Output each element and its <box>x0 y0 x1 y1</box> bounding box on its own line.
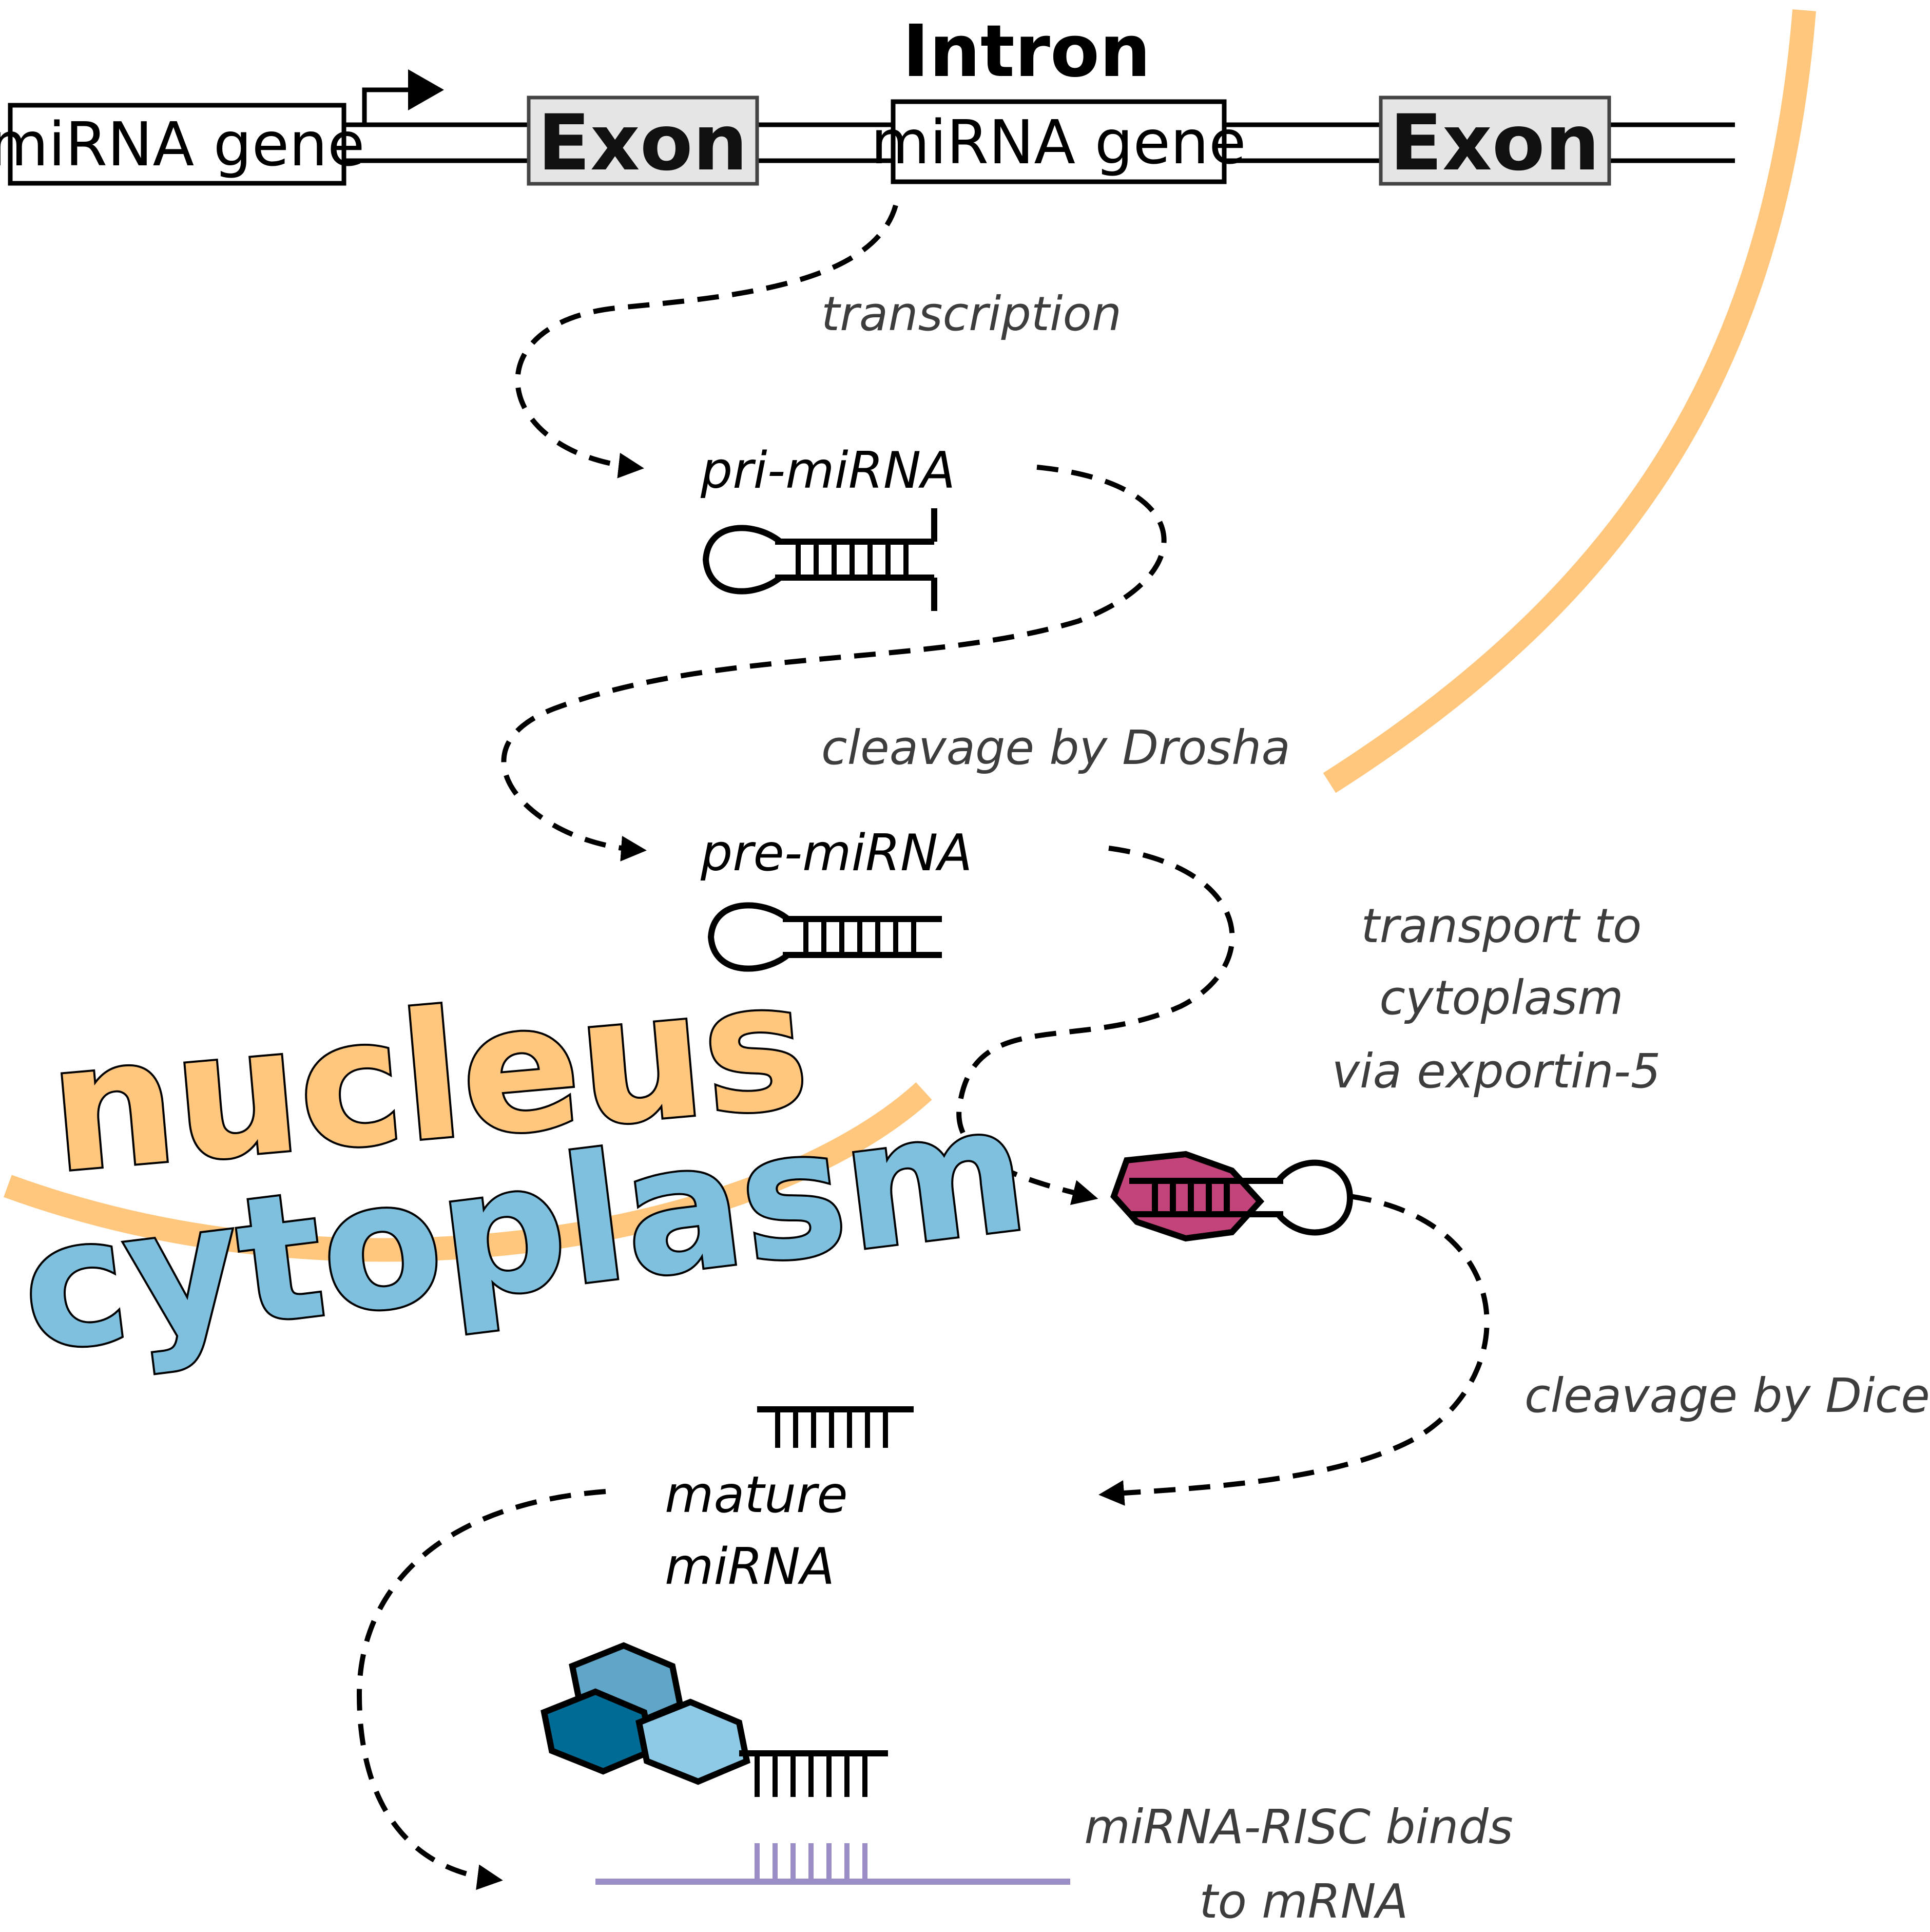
mature-mirna-line1: mature <box>665 1466 848 1524</box>
step-risc-line2: to mRNA <box>1200 1874 1408 1929</box>
mirna-gene-box-intronic: miRNA gene <box>871 99 1246 184</box>
pre-mirna-label: pre-miRNA <box>700 824 972 883</box>
pri-mirna-label: pri-miRNA <box>700 442 955 500</box>
intron-label: Intron <box>902 10 1151 93</box>
arrow-dicer <box>1098 1194 1490 1506</box>
exon-left-label: Exon <box>537 99 747 188</box>
step-risc-line1: miRNA-RISC binds <box>1084 1800 1513 1854</box>
arrow-drosha <box>501 465 1167 862</box>
step-transport-line3: via exportin-5 <box>1332 1044 1661 1099</box>
promoter-arrow-icon <box>362 69 444 125</box>
mature-mirna-line2: miRNA <box>665 1538 835 1596</box>
risc-bound-mirna-icon <box>739 1750 888 1797</box>
mirna-gene-intronic-label: miRNA gene <box>871 107 1246 178</box>
arrow-transport <box>956 846 1235 1205</box>
exon-box-right: Exon <box>1379 95 1611 188</box>
risc-complex-icon <box>541 1642 750 1785</box>
step-transcription-label: transcription <box>821 286 1122 341</box>
pri-mirna-hairpin-icon <box>702 508 937 611</box>
exportin-5-complex-icon <box>1110 1151 1354 1242</box>
mirna-gene-left-label: miRNA gene <box>0 109 365 180</box>
pre-mirna-hairpin-icon <box>707 902 942 972</box>
arrow-risc <box>356 1489 606 1890</box>
arrow-transcription <box>515 204 898 479</box>
mature-mirna-duplex-icon <box>757 1406 914 1448</box>
step-drosha-label: cleavage by Drosha <box>821 720 1290 775</box>
exon-box-left: Exon <box>527 95 759 188</box>
exon-right-label: Exon <box>1389 99 1599 188</box>
step-dicer-label: cleavage by Dicer <box>1524 1368 1930 1423</box>
step-transport-line1: transport to <box>1361 898 1642 953</box>
nuclear-membrane-lower <box>4 1082 932 1262</box>
mrna-target-icon <box>595 1843 1070 1885</box>
nuclear-membrane-upper <box>1323 9 1816 793</box>
step-transport-line2: cytoplasm <box>1379 970 1623 1025</box>
mirna-gene-box-left: miRNA gene <box>0 103 365 186</box>
